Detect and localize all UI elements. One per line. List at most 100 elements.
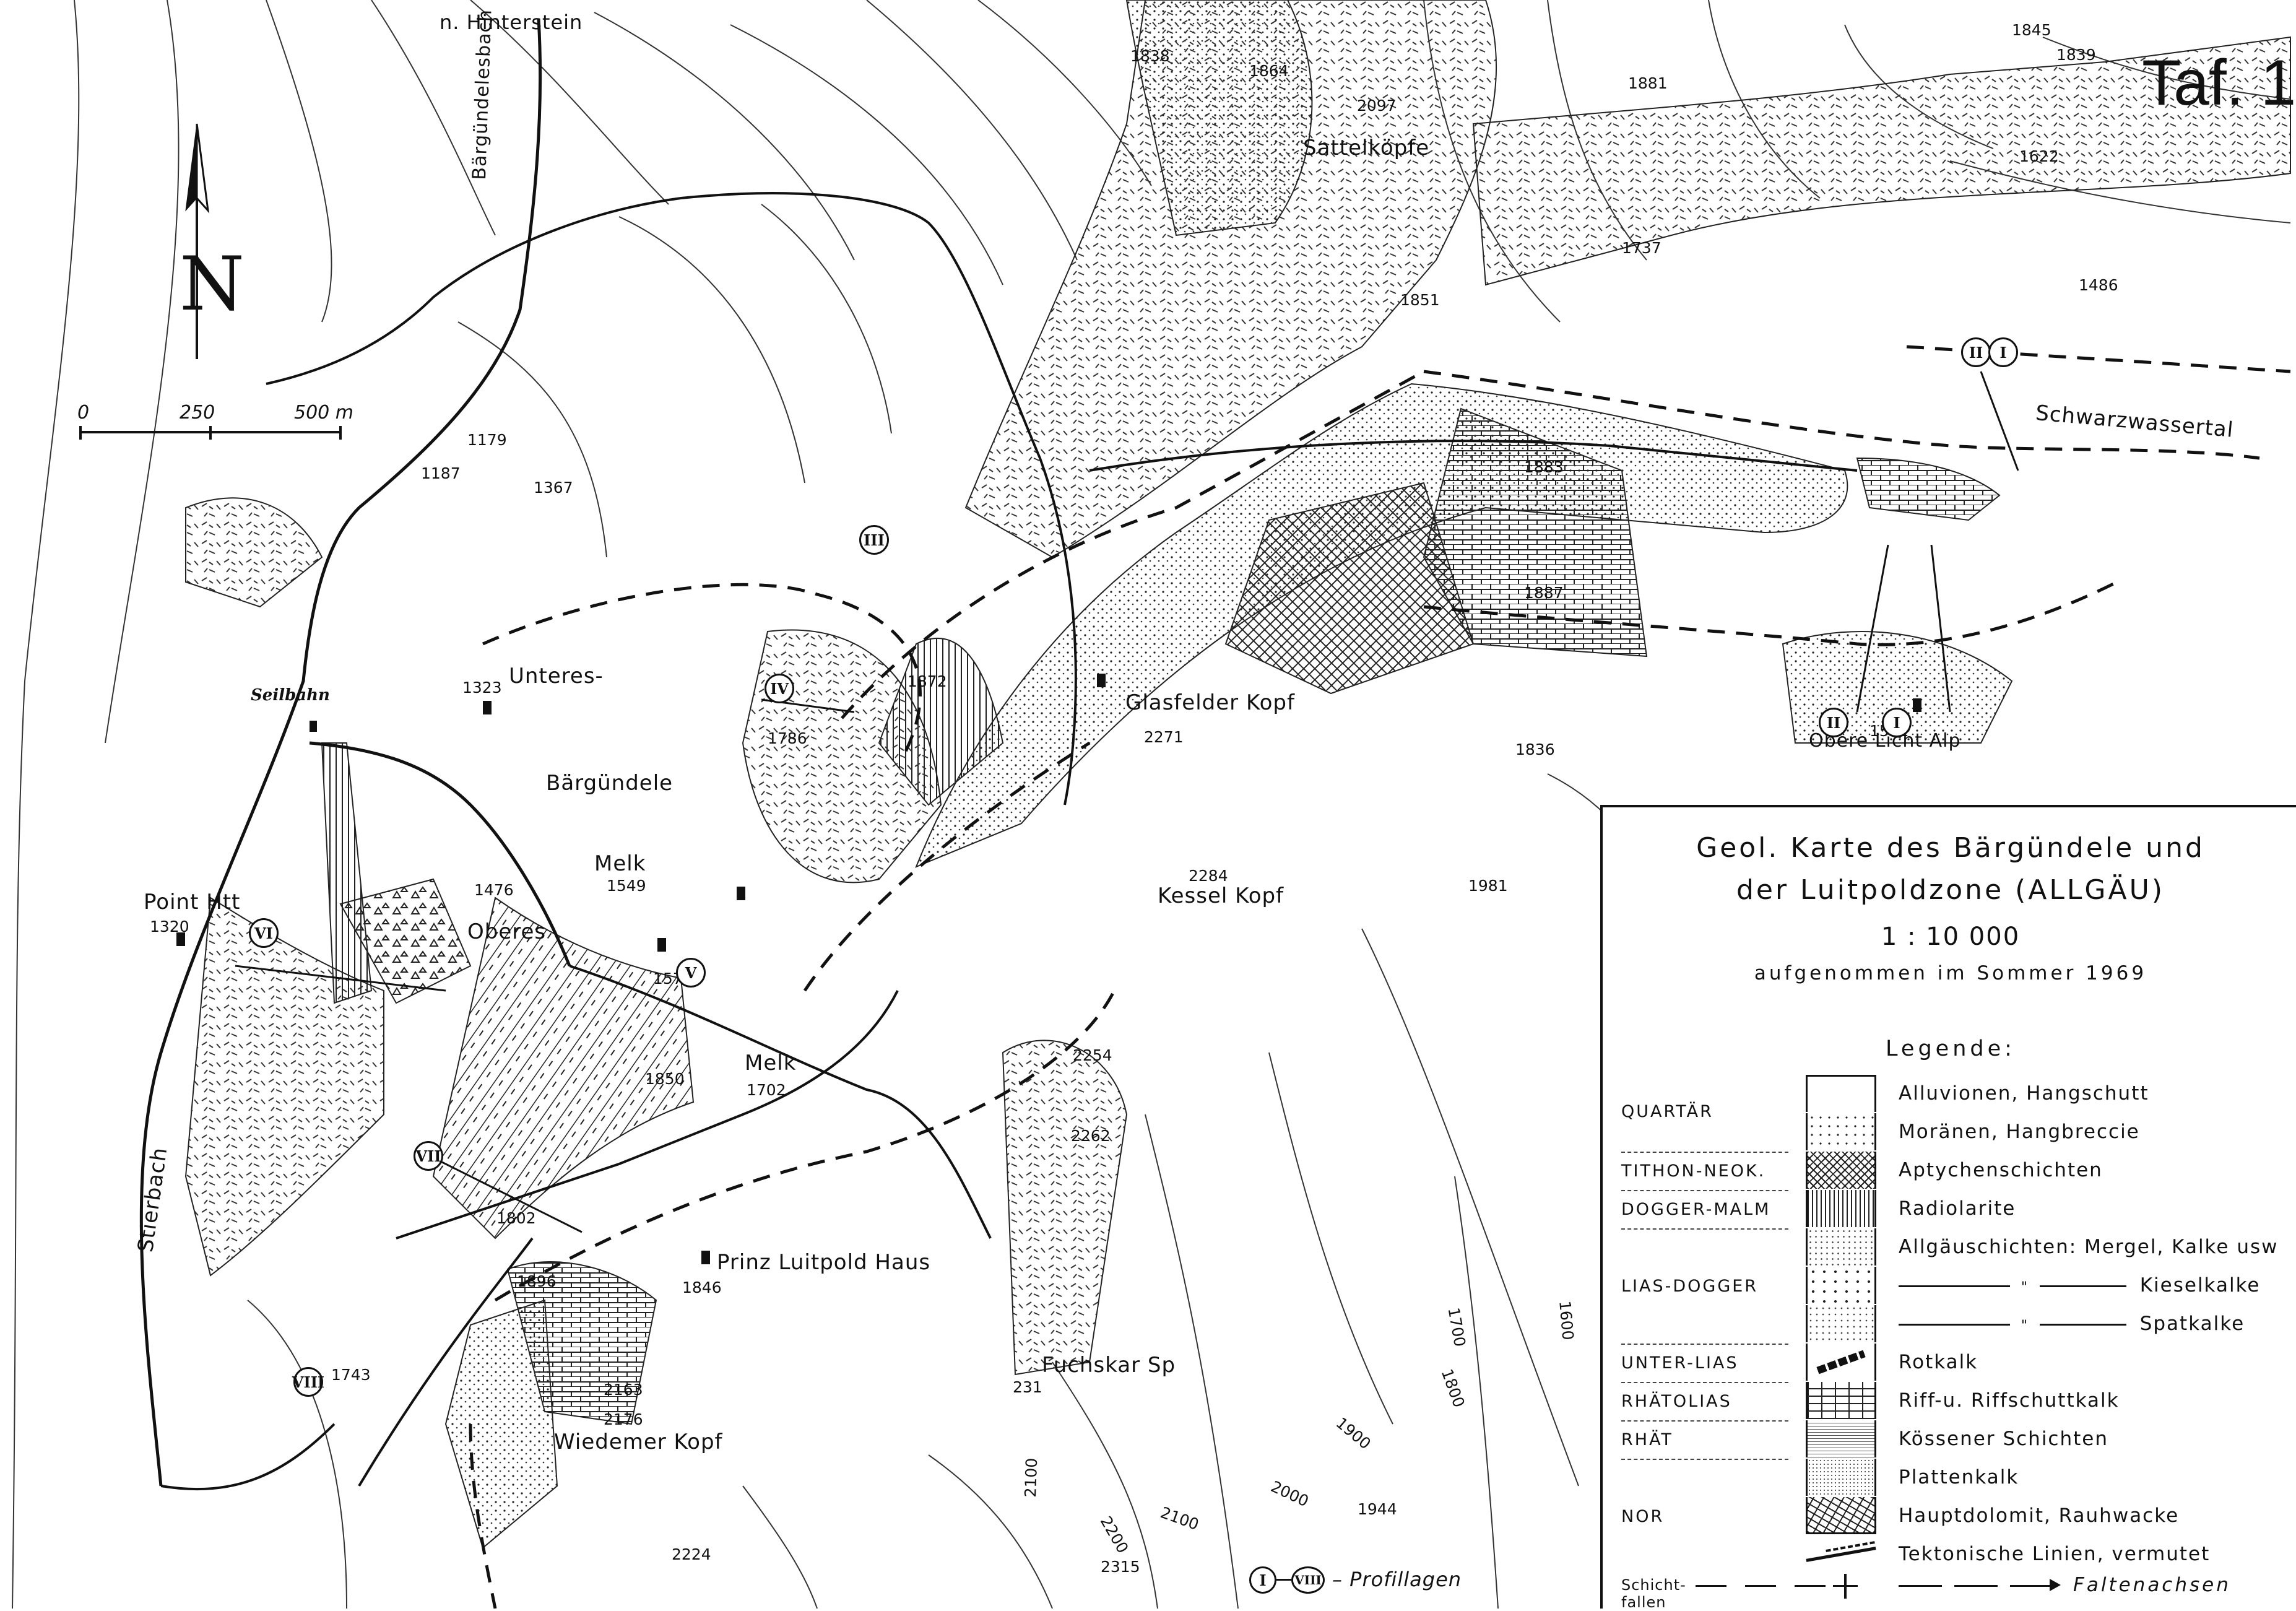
legend-desc: Moränen, Hangbreccie	[1899, 1121, 2140, 1143]
legend-strike-dip-label: Schicht-fallen	[1621, 1576, 1686, 1611]
profile-marker-i: I	[1882, 708, 1912, 737]
spot-height: 2271	[1144, 728, 1184, 746]
legend-age: RHÄTOLIAS	[1621, 1392, 1732, 1411]
arrow-right-icon	[2050, 1579, 2061, 1591]
legend-desc: Alluvionen, Hangschutt	[1899, 1082, 2149, 1105]
fold-axis-symbol	[1954, 1585, 1998, 1587]
north-letter: N	[180, 241, 245, 328]
spot-height: 1486	[2079, 276, 2118, 294]
spot-height: 1323	[462, 679, 502, 697]
spot-height: 1838	[1130, 47, 1170, 65]
legend-row-hauptdolomit: NOR Hauptdolomit, Rauhwacke	[1603, 1497, 2296, 1534]
legend-swatch-kiesel	[1806, 1267, 1876, 1304]
spot-height: 1737	[1622, 239, 1661, 257]
legend-row-moraenen: QUARTÄR Moränen, Hangbreccie	[1603, 1102, 2296, 1150]
legend-desc: Spatkalke	[2139, 1313, 2245, 1335]
legend-swatch-riff	[1806, 1382, 1876, 1419]
spot-height: 1187	[421, 464, 461, 482]
profile-marker-top-ii: II	[1961, 337, 1991, 367]
profile-marker-iv: IV	[765, 674, 794, 703]
profile-key-connector	[1276, 1579, 1291, 1581]
strike-dip-symbol	[1745, 1585, 1776, 1587]
place-melk-1: Melk	[594, 851, 646, 876]
legend-age: NOR	[1621, 1507, 1665, 1526]
legend-fold-axes-label: Faltenachsen	[2073, 1574, 2231, 1596]
legend-desc: Kössener Schichten	[1899, 1428, 2108, 1450]
legend-separator	[1621, 1459, 1788, 1460]
legend-separator	[1621, 1382, 1788, 1383]
spot-height: 1896	[517, 1272, 557, 1290]
profile-marker-ii: II	[1819, 708, 1848, 737]
legend-separator	[1621, 1228, 1788, 1230]
profile-marker-vii: VII	[414, 1141, 443, 1171]
fold-axis-symbol	[1899, 1585, 1942, 1587]
spot-height: 231	[1013, 1378, 1042, 1396]
strike-dip-symbol	[1696, 1585, 1726, 1587]
legend-desc: Plattenkalk	[1899, 1466, 2019, 1488]
legend-age: DOGGER-MALM	[1621, 1200, 1771, 1219]
legend-separator	[1621, 1420, 1788, 1422]
spot-height: 1743	[331, 1366, 371, 1384]
spot-height: 1851	[1400, 291, 1440, 309]
legend-panel: Geol. Karte des Bärgündele und der Luitp…	[1600, 805, 2296, 1611]
legend-swatch-spat	[1806, 1305, 1876, 1342]
geologic-units	[184, 0, 2291, 1549]
legend-desc-kiesel: " Kieselkalke	[1899, 1274, 2261, 1296]
profile-key-end: VIII	[1291, 1566, 1325, 1594]
legend-desc: Radiolarite	[1899, 1197, 2016, 1220]
profile-marker-vi: VI	[249, 918, 279, 948]
legend-row-riff: RHÄTOLIAS Riff-u. Riffschuttkalk	[1603, 1382, 2296, 1419]
legend-row-tektonische: Tektonische Linien, vermutet	[1603, 1535, 2296, 1573]
spot-height: 2284	[1189, 867, 1228, 885]
spot-height: 1786	[768, 729, 807, 747]
spot-height: 2176	[604, 1410, 643, 1428]
legend-heading: Legende:	[1886, 1036, 2016, 1061]
spot-height: 2224	[672, 1545, 711, 1563]
place-melk-2: Melk	[745, 1051, 797, 1075]
legend-scale: 1 : 10 000	[1881, 923, 2021, 951]
legend-swatch-platten	[1806, 1459, 1876, 1496]
spot-height: 1320	[150, 918, 189, 936]
profile-marker-top-i: I	[1988, 337, 2018, 367]
spot-height: 1887	[1524, 584, 1564, 602]
sheet-label: Taf. 1	[2142, 47, 2296, 119]
scale-tick-500: 500 m	[294, 402, 354, 423]
spot-height: 1845	[2012, 21, 2051, 39]
legend-row-koessener: RHÄT Kössener Schichten	[1603, 1420, 2296, 1457]
spot-height: 1850	[645, 1070, 685, 1088]
place-glasfelder-kopf: Glasfelder Kopf	[1125, 690, 1295, 715]
legend-age: TITHON-NEOK.	[1621, 1162, 1766, 1181]
profile-key-start: I	[1249, 1566, 1276, 1594]
place-sattelkoepfe: Sattelköpfe	[1303, 136, 1430, 160]
legend-desc: Tektonische Linien, vermutet	[1899, 1543, 2211, 1565]
profile-marker-v: V	[676, 958, 706, 988]
place-baergundele: Bärgündele	[546, 771, 674, 796]
legend-swatch-moraenen	[1806, 1113, 1876, 1150]
contour-label: 2100	[1021, 1457, 1041, 1498]
place-oberes: Oberes	[467, 919, 547, 944]
spot-height: 1702	[747, 1081, 786, 1099]
legend-row-spat: " Spatkalke	[1603, 1305, 2296, 1342]
legend-row-symbols: Schicht-fallen Faltenachsen	[1603, 1574, 2296, 1611]
spot-height: 1179	[467, 431, 507, 449]
profile-marker-viii: VIII	[292, 1367, 324, 1397]
spot-height: 1476	[474, 881, 514, 899]
spot-height: 1367	[534, 479, 573, 497]
contour-label: 1600	[1556, 1300, 1577, 1341]
spot-height: 1883	[1524, 458, 1564, 476]
legend-swatch-radiolarite	[1806, 1190, 1876, 1227]
spot-height: 1836	[1515, 740, 1555, 758]
spot-height: 2315	[1101, 1558, 1140, 1576]
spot-height: 2254	[1073, 1046, 1112, 1064]
place-fuchskar-sp: Fuchskar Sp	[1042, 1353, 1176, 1378]
spot-height: 1622	[2019, 147, 2059, 165]
place-point-htt: Point Htt	[144, 890, 241, 914]
tectonic-lines	[469, 345, 2291, 1609]
legend-desc: Riff-u. Riffschuttkalk	[1899, 1389, 2120, 1412]
legend-row-rotkalk: UNTER-LIAS Rotkalk	[1603, 1344, 2296, 1381]
spot-height: 1802	[496, 1209, 536, 1227]
rotkalk-mark	[1816, 1350, 1866, 1374]
legend-separator	[1621, 1344, 1788, 1345]
spot-height: 1549	[607, 877, 646, 895]
profile-marker-iii: III	[859, 525, 889, 555]
